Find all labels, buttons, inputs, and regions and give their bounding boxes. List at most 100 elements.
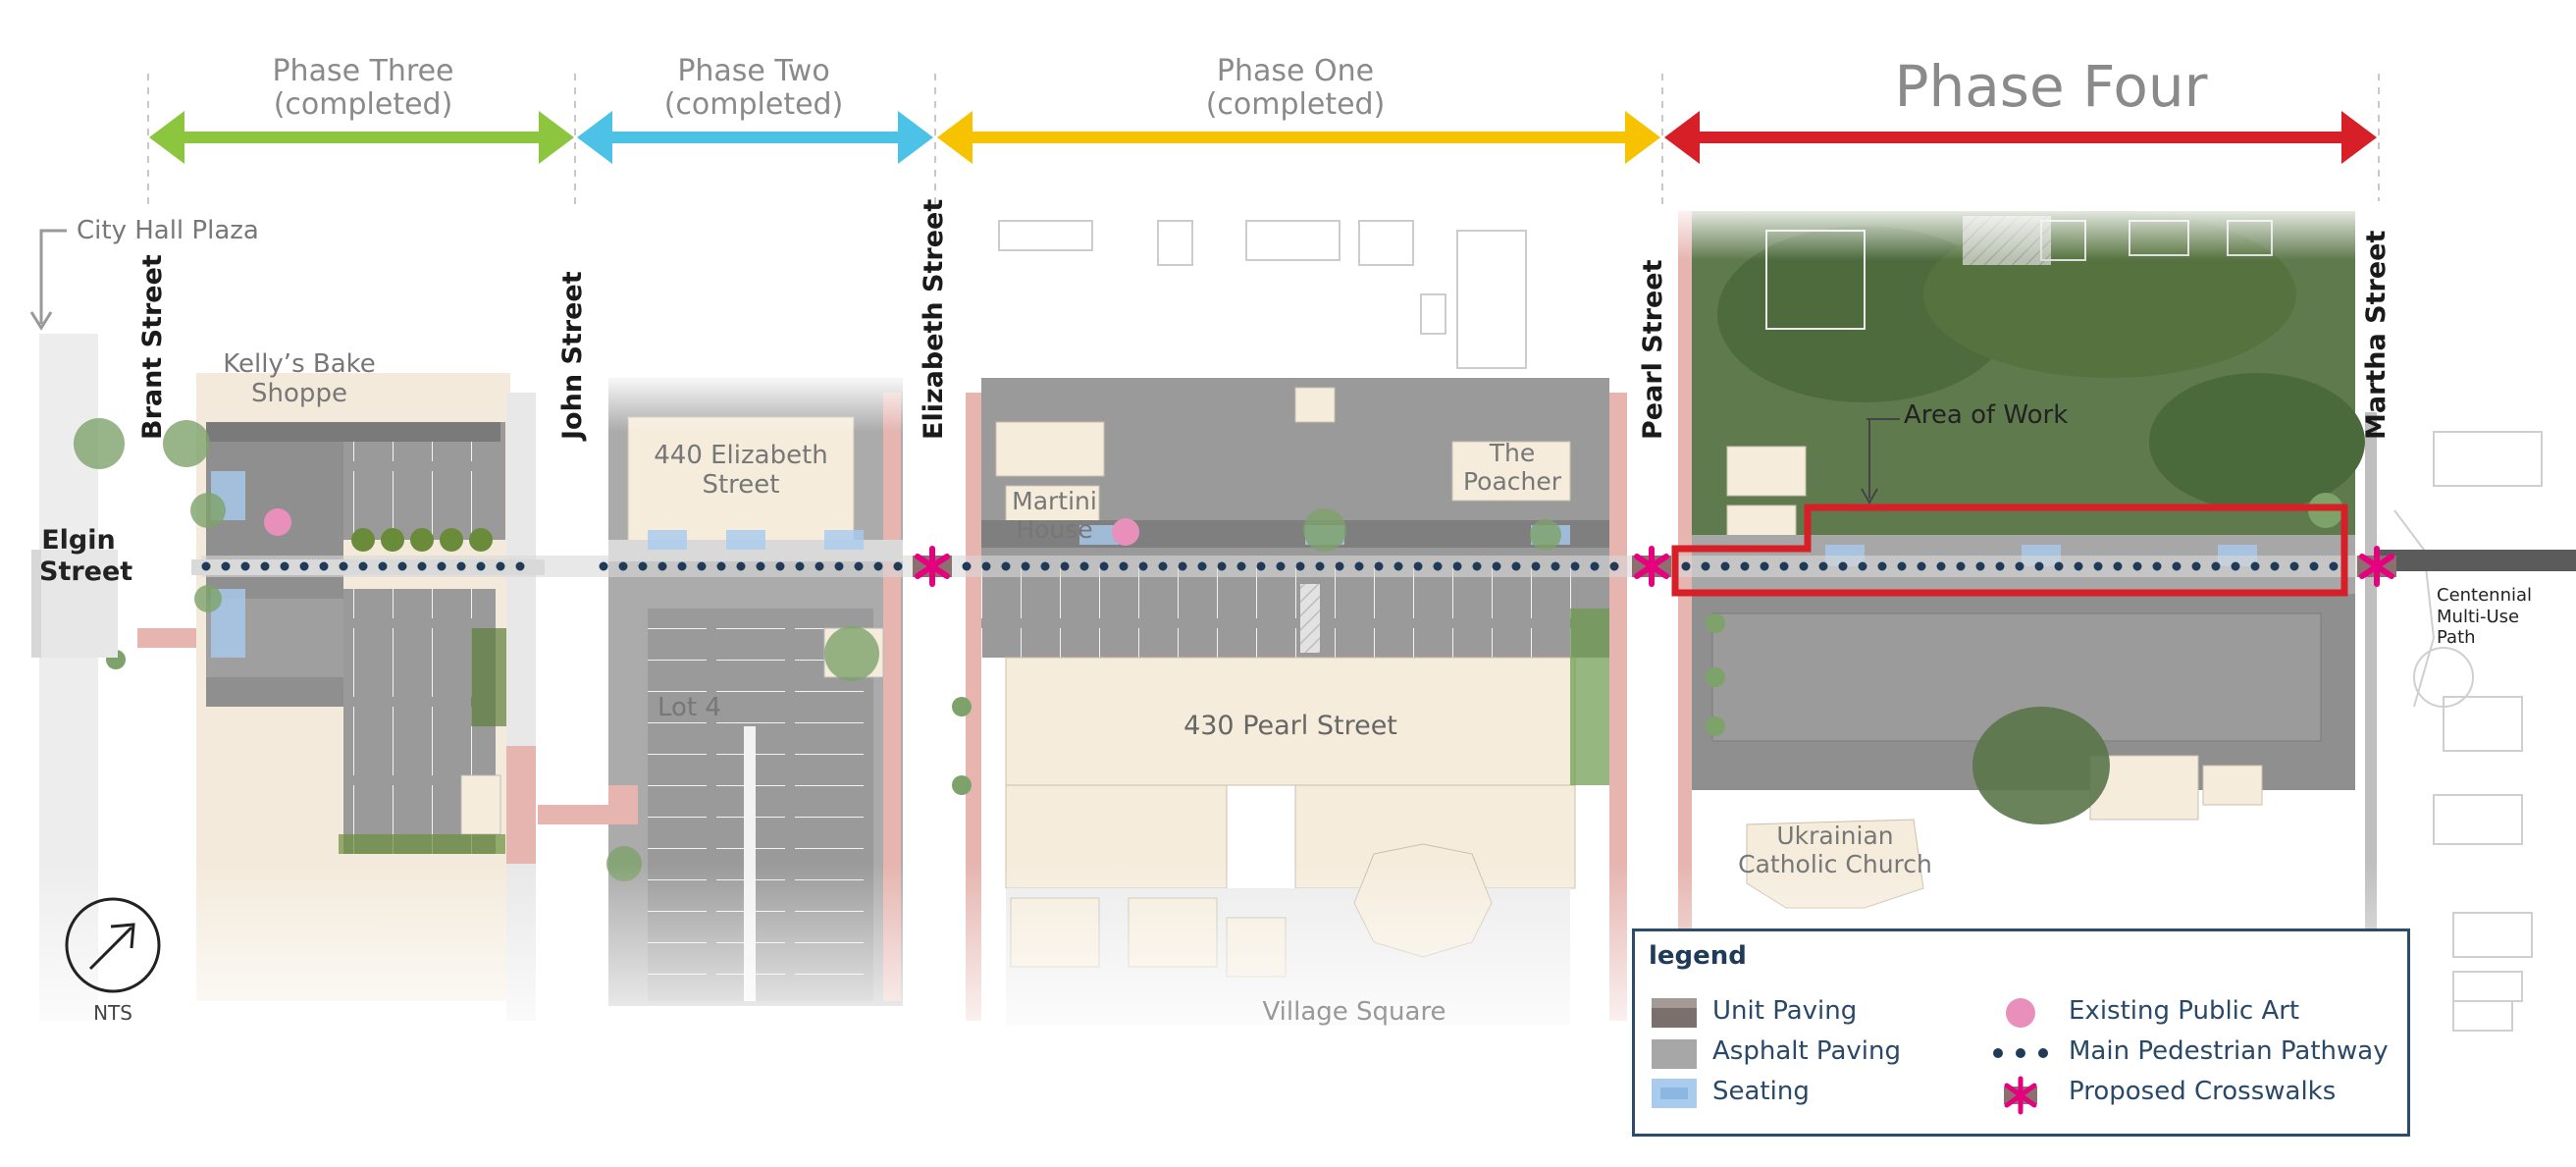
phase-four-name: Phase Four xyxy=(1894,53,2208,120)
city-hall-plaza-label: City Hall Plaza xyxy=(77,216,259,245)
pathway-dot xyxy=(736,561,746,571)
pathway-dot xyxy=(437,561,447,571)
phase-two-name: Phase Two xyxy=(677,54,830,88)
pathway-dot xyxy=(618,561,628,571)
pathway-dot xyxy=(834,561,844,571)
public-art-dot xyxy=(2006,998,2035,1028)
pathway-dot xyxy=(1276,561,1286,571)
pathway-dot xyxy=(2054,561,2064,571)
pathway-dot xyxy=(756,561,765,571)
pathway-dot xyxy=(795,561,805,571)
pathway-dot xyxy=(2172,561,2182,571)
ukrainian-church-label: Ukrainian Catholic Church xyxy=(1738,822,1932,878)
pathway-dot xyxy=(815,561,824,571)
asphalt-paving-swatch xyxy=(1652,1039,1697,1069)
pathway-dot xyxy=(1138,561,1148,571)
legend-existing-public-art: Existing Public Art xyxy=(2069,996,2300,1026)
pathway-dot xyxy=(1609,561,1619,571)
pathway-dot xyxy=(1197,561,1207,571)
lot-4-label: Lot 4 xyxy=(657,693,721,722)
pathway-dot xyxy=(201,561,211,571)
pathway-dot xyxy=(1060,561,1070,571)
pathway-dot xyxy=(1295,561,1305,571)
brant-street-label: Brant Street xyxy=(137,254,168,440)
centennial-path-label: Centennial Multi-Use Path xyxy=(2437,585,2533,649)
pathway-dot xyxy=(280,561,289,571)
phase-two-label: Phase Two (completed) xyxy=(616,55,891,121)
pathway-dot xyxy=(417,561,427,571)
phase-boundaries xyxy=(147,74,2380,206)
pathway-dot xyxy=(2211,561,2221,571)
pathway-dot xyxy=(1001,561,1011,571)
pathway-dot xyxy=(1956,561,1966,571)
kellys-bake-shoppe-label: Kelly’s Bake Shoppe xyxy=(223,349,376,408)
pathway-dot xyxy=(1760,561,1769,571)
pathway-dot xyxy=(2270,561,2280,571)
pathway-dot xyxy=(1354,561,1364,571)
pathway-dot xyxy=(2191,561,2201,571)
phase-one-status: (completed) xyxy=(1205,86,1386,122)
pathway-dot xyxy=(1236,561,1246,571)
pathway-dot xyxy=(1492,561,1501,571)
pathway-dot xyxy=(677,561,687,571)
pathway-dot xyxy=(2152,561,2162,571)
phase-three-arrow xyxy=(149,111,574,164)
pathway-dot xyxy=(873,561,883,571)
legend-asphalt-paving: Asphalt Paving xyxy=(1712,1036,1901,1066)
pathway-dot xyxy=(1551,561,1560,571)
legend-main-pedestrian-pathway: Main Pedestrian Pathway xyxy=(2069,1036,2389,1066)
pathway-dot xyxy=(1570,561,1580,571)
pathway-dot xyxy=(2113,561,2123,571)
pathway-dot xyxy=(1779,561,1789,571)
legend-box: legend Unit Paving Asphalt Paving Seatin… xyxy=(1632,928,2410,1137)
crosswalk-star-icon xyxy=(1632,546,1671,587)
pathway-dot xyxy=(1335,561,1344,571)
pathway-dot xyxy=(1531,561,1541,571)
pathway-dot xyxy=(2132,561,2142,571)
west-context xyxy=(31,550,118,658)
pathway-dot xyxy=(1858,561,1867,571)
pathway-dot xyxy=(1472,561,1482,571)
pathway-dot xyxy=(1119,561,1129,571)
pathway-dot xyxy=(2250,561,2260,571)
crosswalk-star-icon xyxy=(913,546,952,587)
pathway-dot xyxy=(496,561,505,571)
pathway-dots-icon xyxy=(1993,1048,2048,1058)
pathway-dot xyxy=(1701,561,1710,571)
pathway-dot xyxy=(1021,561,1030,571)
area-of-work-outline xyxy=(1671,504,2348,597)
pathway-dot xyxy=(1936,561,1946,571)
pathway-dot xyxy=(476,561,486,571)
pathway-dot xyxy=(2289,561,2299,571)
pathway-dot xyxy=(893,561,903,571)
pathway-dot xyxy=(240,561,250,571)
martha-street-label: Martha Street xyxy=(2361,230,2392,440)
pathway-dot xyxy=(2034,561,2044,571)
phase-three-label: Phase Three (completed) xyxy=(226,55,500,121)
pathway-dot xyxy=(1099,561,1109,571)
pathway-dot xyxy=(260,561,270,571)
pathway-dot xyxy=(1511,561,1521,571)
pathway-dot xyxy=(1452,561,1462,571)
main-pedestrian-pathway xyxy=(201,561,2339,571)
elizabeth-street-label: Elizabeth Street xyxy=(919,198,949,440)
legend-proposed-crosswalks: Proposed Crosswalks xyxy=(2069,1077,2337,1106)
pathway-dot xyxy=(1413,561,1423,571)
pathway-dot xyxy=(697,561,707,571)
pathway-dot xyxy=(1217,561,1227,571)
city-hall-arrow xyxy=(29,229,67,331)
phase-three-status: (completed) xyxy=(273,86,453,122)
pathway-dot xyxy=(599,561,608,571)
phase-one-label: Phase One (completed) xyxy=(1158,55,1433,121)
pathway-dot xyxy=(981,561,991,571)
unit-paving-swatch xyxy=(1652,998,1697,1028)
pathway-dot xyxy=(1818,561,1828,571)
phase-two-arrow xyxy=(577,111,933,164)
elgin-street-label: Elgin Street xyxy=(39,525,133,588)
martini-house-label: Martini House xyxy=(1012,487,1097,544)
pathway-dot xyxy=(1838,561,1848,571)
village-square-label: Village Square xyxy=(1262,997,1446,1027)
pathway-dot xyxy=(962,561,972,571)
